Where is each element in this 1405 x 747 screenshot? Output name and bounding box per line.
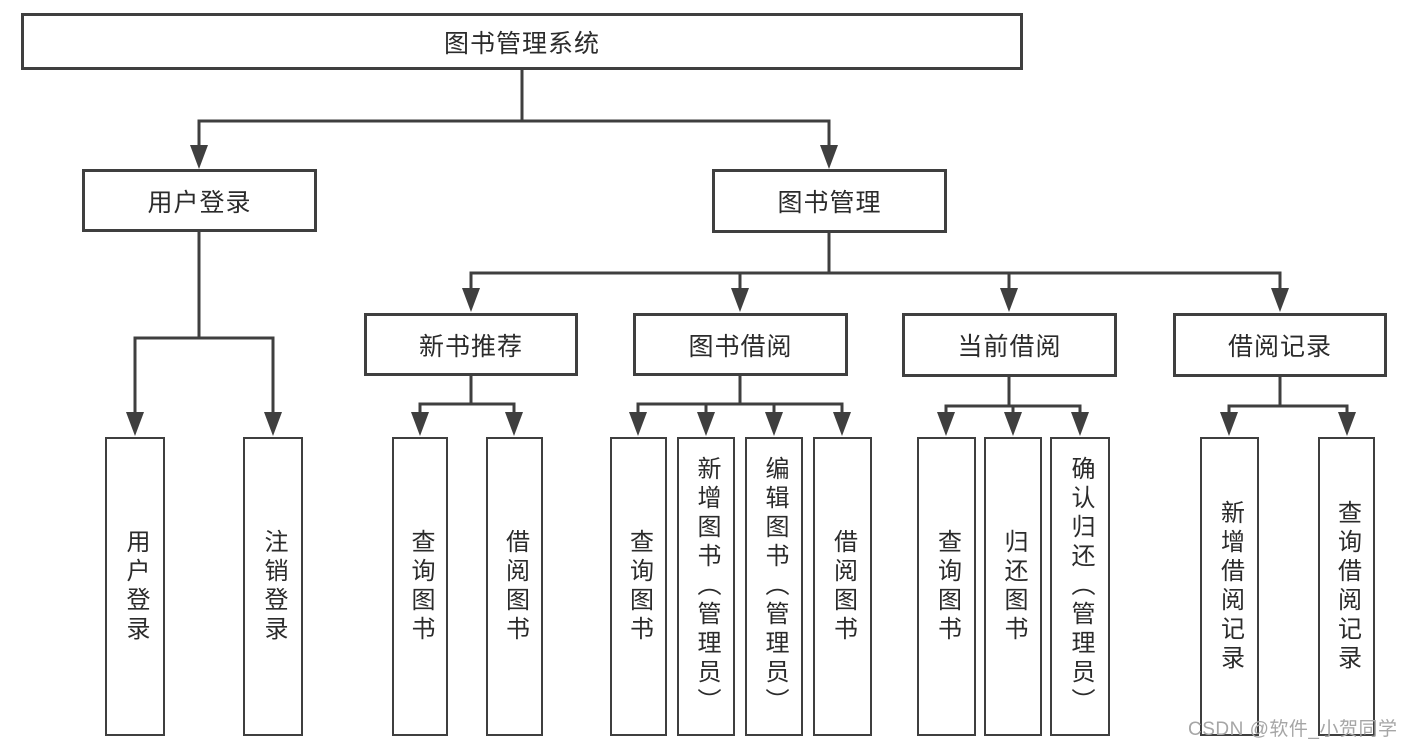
leaf-query-borrow-record: 查询借阅记录 xyxy=(1318,437,1375,736)
leaf-query-books-recommend: 查询图书 xyxy=(392,437,448,736)
leaf-add-borrow-record: 新增借阅记录 xyxy=(1200,437,1259,736)
leaf-borrow-books-recommend: 借阅图书 xyxy=(486,437,543,736)
connector-newbook-to-leaves xyxy=(411,376,523,436)
connector-borrowrec-to-leaves xyxy=(1220,377,1356,436)
leaf-logout: 注销登录 xyxy=(243,437,303,736)
leaf-confirm-return-admin: 确认归还（管理员） xyxy=(1050,437,1110,736)
leaf-edit-book-admin: 编辑图书（管理员） xyxy=(745,437,803,736)
node-user-login: 用户登录 xyxy=(82,169,317,232)
node-borrow-records: 借阅记录 xyxy=(1173,313,1387,377)
connector-root-to-level2 xyxy=(190,70,838,169)
leaf-add-book-admin: 新增图书（管理员） xyxy=(677,437,735,736)
connector-curborrow-to-leaves xyxy=(937,377,1089,436)
leaf-query-books-borrow: 查询图书 xyxy=(610,437,667,736)
leaf-borrow-books: 借阅图书 xyxy=(813,437,872,736)
node-current-borrow: 当前借阅 xyxy=(902,313,1117,377)
node-root-system: 图书管理系统 xyxy=(21,13,1023,70)
leaf-user-login: 用户登录 xyxy=(105,437,165,736)
leaf-return-book: 归还图书 xyxy=(984,437,1042,736)
connector-userlogin-to-leaves xyxy=(126,232,282,436)
leaf-query-books-current: 查询图书 xyxy=(917,437,976,736)
node-new-book-recommend: 新书推荐 xyxy=(364,313,578,376)
connector-bookborrow-to-leaves xyxy=(629,376,851,436)
csdn-watermark: CSDN @软件_小贺同学 xyxy=(1188,719,1398,740)
node-book-management: 图书管理 xyxy=(712,169,947,233)
node-book-borrow: 图书借阅 xyxy=(633,313,848,376)
connector-bookmgmt-to-level3 xyxy=(462,233,1289,312)
